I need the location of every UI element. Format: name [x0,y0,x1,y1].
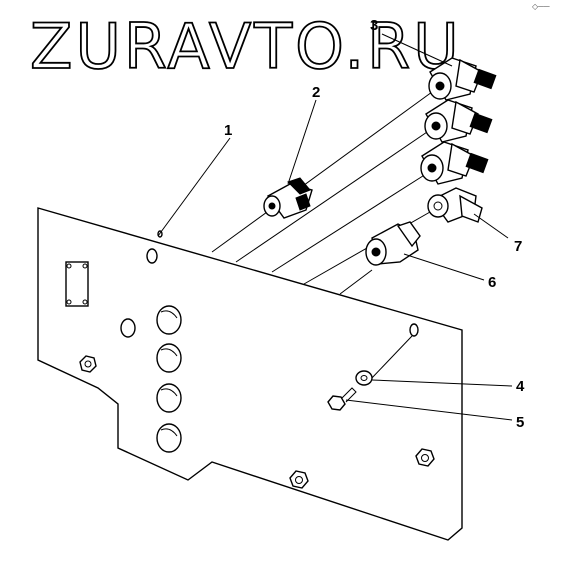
rectangular-cutout [65,261,89,307]
panel-hole [409,323,419,337]
hex-nut [289,470,309,489]
leader-lines [157,33,513,421]
mounting-panel [37,207,463,541]
callout-7: 7 [514,238,522,255]
straight-fitting-6 [365,221,421,266]
elbow-fitting-2 [263,177,313,219]
port-hole [156,423,182,453]
port-hole [156,383,182,413]
washer-4 [355,370,373,386]
callout-5: 5 [516,414,524,431]
panel-hole [146,248,158,264]
callout-1: 1 [224,122,232,139]
elbow-fitting-3-bottom [420,141,489,185]
watermark-text: ZURAVTO.RU [30,10,462,83]
panel-hole [120,318,136,338]
bolt-5 [327,387,357,411]
elbow-fitting-7 [427,187,483,223]
port-hole [156,343,182,373]
elbow-fitting-3-middle [424,99,493,143]
callout-3: 3 [370,17,378,34]
port-hole [156,305,182,335]
elbow-fitting-3-top [428,57,497,101]
corner-mark: ◇── [532,2,550,11]
callout-6: 6 [488,274,496,291]
callout-2: 2 [312,84,320,101]
hex-nut [79,355,97,373]
callout-4: 4 [516,378,525,395]
hex-nut [415,448,435,467]
